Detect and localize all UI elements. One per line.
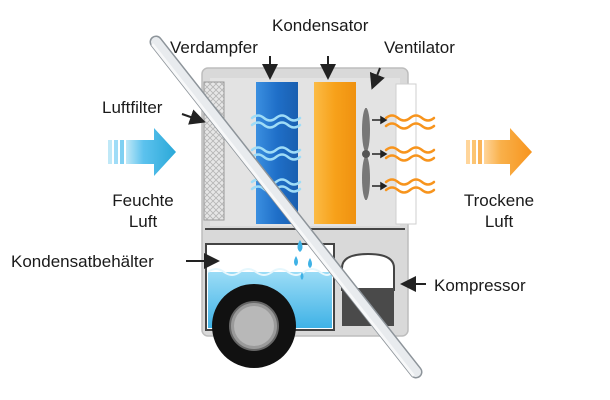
water-surface: [207, 268, 333, 276]
label-feuchte-luft: Feuchte Luft: [100, 190, 186, 232]
label-kompressor: Kompressor: [434, 276, 526, 295]
label-verdampfer: Verdampfer: [170, 38, 258, 57]
water-drops-icon: [294, 240, 312, 280]
label-ventilator: Ventilator: [384, 38, 455, 57]
label-trockene-luft-line1: Trockene: [463, 191, 535, 210]
label-kondensator: Kondensator: [272, 16, 369, 35]
label-trockene-luft-line2: Luft: [484, 212, 514, 231]
fan-airflow-arrows: [372, 115, 388, 191]
label-feuchte-luft-line1: Feuchte: [112, 191, 174, 210]
diagonal-tube: [149, 35, 423, 379]
wheel-icon: [212, 284, 296, 368]
dry-air-arrow-icon: [466, 128, 532, 176]
condenser: [314, 82, 356, 224]
leader-arrows: [181, 56, 426, 292]
outlet-panel: [395, 83, 417, 225]
warm-air-waves: [384, 114, 436, 194]
label-kondensatbehaelter: Kondensatbehälter: [11, 252, 154, 271]
label-feuchte-luft-line2: Luft: [128, 212, 158, 231]
label-luftfilter: Luftfilter: [102, 98, 163, 117]
fan-icon: [362, 108, 370, 200]
humid-air-arrow-icon: [108, 128, 176, 176]
label-trockene-luft: Trockene Luft: [454, 190, 544, 232]
